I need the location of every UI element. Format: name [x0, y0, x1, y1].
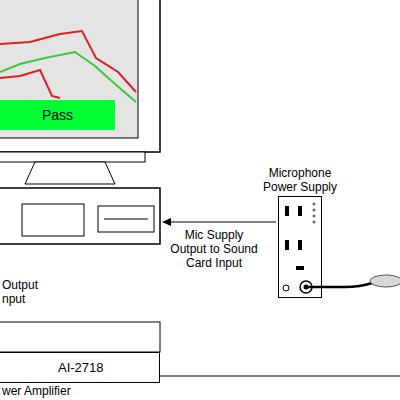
indicator-dot — [313, 221, 316, 224]
outlet-slot — [298, 240, 302, 250]
indicator-dot — [313, 215, 316, 218]
drive-bay — [22, 204, 84, 236]
outlet-slot — [285, 240, 289, 250]
monitor-base — [0, 152, 145, 162]
drive-bay — [98, 206, 154, 232]
monitor-stand — [25, 162, 115, 184]
drive-slot — [104, 219, 148, 220]
result-box: Pass — [0, 100, 115, 130]
signal-label: Mic Supply Output to Sound Card Input — [170, 228, 258, 270]
signal-arrow — [170, 222, 276, 223]
outlet-slot — [296, 266, 304, 270]
monitor-frame — [0, 0, 160, 152]
amplifier-cable — [160, 376, 400, 377]
measured-curve — [0, 52, 136, 102]
outlet-panel — [283, 203, 316, 294]
cable-plug — [370, 275, 400, 287]
screw — [283, 285, 289, 291]
indicator-dot — [313, 203, 316, 206]
arrow-head — [162, 218, 171, 226]
node-title: AI-2718 — [58, 361, 104, 375]
signal-label: Output nput — [2, 278, 48, 306]
limit-curve — [0, 31, 136, 92]
monitor-screen — [0, 0, 138, 138]
node-title: Pass — [0, 108, 115, 122]
node-caption: wer Amplifier — [2, 384, 71, 398]
indicator-dot — [313, 209, 316, 212]
amplifier-box: AI-2718wer Amplifier — [0, 352, 160, 383]
outlet-slot — [285, 206, 289, 216]
node-title: Microphone Power Supply — [254, 166, 346, 194]
power-supply-box: Microphone Power Supply — [278, 196, 322, 298]
mic-cable — [306, 283, 372, 287]
limit-curve — [0, 70, 60, 98]
amplifier-top — [0, 322, 160, 352]
outlet-slot — [298, 206, 302, 216]
computer-case — [0, 188, 160, 244]
